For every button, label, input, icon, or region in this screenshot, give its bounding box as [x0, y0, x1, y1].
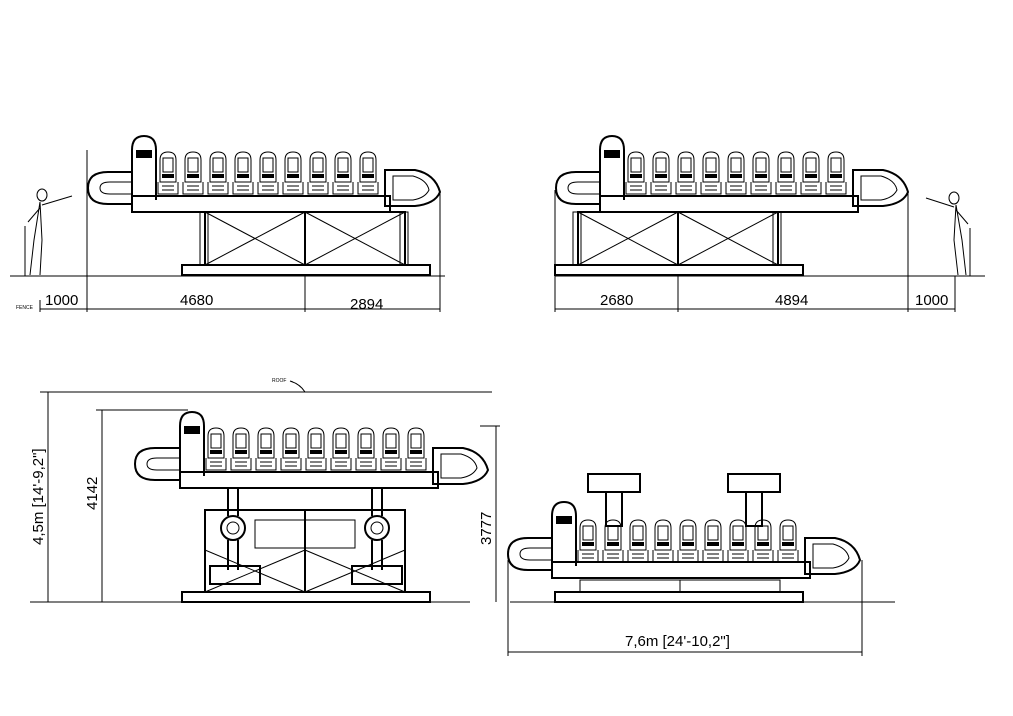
- support-truss: [199, 211, 409, 266]
- base-plate: [554, 264, 804, 276]
- seat-row: [205, 427, 427, 471]
- total-length-label: 7,6m [24'-10,2"]: [625, 633, 730, 650]
- seat-row: [577, 519, 799, 563]
- dimension-line-length: [507, 560, 863, 656]
- person-figure-left: [24, 188, 73, 276]
- height-3777-label: 3777: [478, 512, 495, 545]
- car-chassis: [131, 195, 391, 213]
- dim-fence-distance: 1000: [915, 292, 948, 309]
- dim-front-length: 2680: [600, 292, 633, 309]
- side-view-left: FENCE 1000 4680 2894: [10, 134, 445, 313]
- support-truss: [572, 211, 782, 266]
- roof-label: ROOF: [272, 378, 286, 384]
- lift-arm-right: [351, 488, 403, 585]
- lead-seat: [179, 410, 205, 476]
- lowered-frame: [579, 579, 781, 593]
- lowered-view: 7,6m [24'-10,2"]: [507, 473, 895, 656]
- person-figure-right: [925, 191, 971, 276]
- base-plate: [181, 264, 431, 276]
- total-height-label: 4,5m [14'-9,2"]: [30, 448, 47, 545]
- front-view-raised: ROOF 4,5m [14'-9,2"] 4142 3777: [30, 378, 500, 603]
- side-view-right: 2680 4894 1000: [554, 134, 985, 312]
- car-chassis: [599, 195, 859, 213]
- dim-rear-length: 2894: [350, 296, 383, 313]
- seat-row: [157, 151, 379, 195]
- dim-fence-distance: 1000: [45, 292, 78, 309]
- dimension-lines-height: [47, 392, 500, 602]
- dim-rear-length: 4894: [775, 292, 808, 309]
- car-chassis: [551, 561, 811, 579]
- dim-front-length: 4680: [180, 292, 213, 309]
- lead-seat: [551, 500, 577, 566]
- car-chassis: [179, 471, 439, 489]
- top-pod-left: [587, 473, 641, 527]
- lead-seat: [131, 134, 157, 200]
- lead-seat: [599, 134, 625, 200]
- fence-label: FENCE: [16, 305, 34, 311]
- base-plate: [554, 591, 804, 603]
- base-plate: [181, 591, 431, 603]
- dimension-lines-right: [554, 190, 956, 312]
- support-frame: [204, 509, 406, 593]
- height-4142-label: 4142: [84, 477, 101, 510]
- seat-row: [625, 151, 847, 195]
- dimension-lines-left: [39, 150, 441, 312]
- top-pod-right: [727, 473, 781, 527]
- lift-arm-left: [209, 488, 261, 585]
